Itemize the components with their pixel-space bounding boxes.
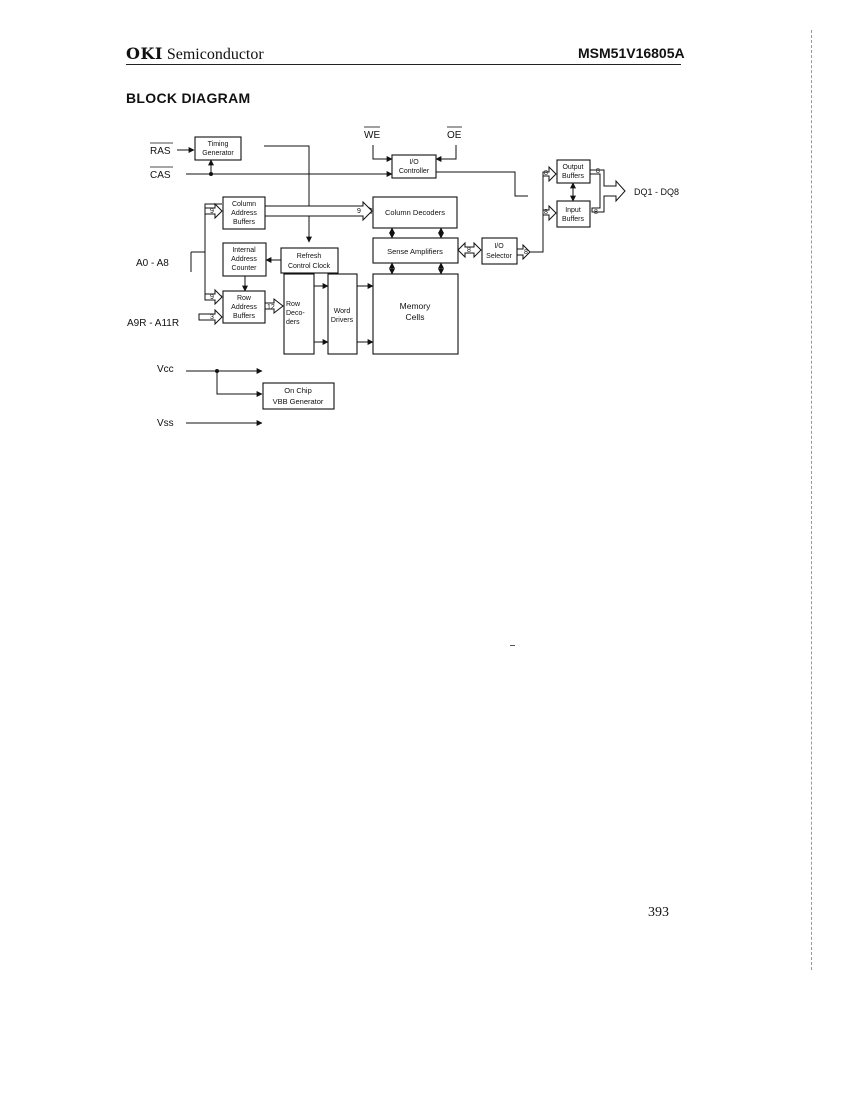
output-buffers-line1: Output (562, 164, 583, 171)
ras-label: RAS (150, 146, 171, 157)
input-buffers-line1: Input (565, 207, 581, 214)
bus-width-labels: 9 9 9 3 12 8 8 8 8 8 8 (210, 168, 600, 321)
output-buffers-line2: Buffers (562, 173, 585, 180)
row-decoders-block: Row Deco- ders (283, 273, 315, 355)
io-selector-line1: I/O (494, 243, 504, 250)
vbb-generator-line1: On Chip (284, 386, 312, 395)
bus-width-row-addr-extra: 3 (210, 314, 214, 321)
column-address-buffers-block: Column Address Buffers (222, 196, 266, 230)
row-address-buffers-line1: Row (237, 295, 252, 302)
word-drivers-line2: Drivers (331, 317, 354, 324)
row-decoders-line1: Row (286, 301, 301, 308)
stray-mark (510, 645, 515, 646)
timing-generator-line2: Generator (202, 150, 234, 157)
row-decoders-line3: ders (286, 319, 300, 326)
bus-width-col-addr-in: 9 (210, 208, 214, 215)
column-decoders-line1: Column Decoders (385, 208, 445, 217)
memory-cells-line2: Cells (406, 312, 425, 322)
memory-cells-line1: Memory (400, 301, 431, 311)
addr-row-label: A9R - A11R (127, 318, 179, 329)
vss-label: Vss (157, 418, 174, 429)
brand-logo: OKI (126, 44, 163, 63)
bus-arrows (198, 165, 626, 326)
part-number: MSM51V16805A (578, 45, 685, 61)
page-edge-line (811, 30, 812, 970)
internal-address-counter-line2: Address (231, 256, 257, 263)
refresh-control-clock-line2: Control Clock (288, 263, 331, 270)
refresh-control-clock-block: Refresh Control Clock (280, 247, 339, 274)
vbb-generator-line2: VBB Generator (273, 397, 324, 406)
io-selector-block: I/O Selector (481, 237, 518, 265)
bus-width-row-addr-in: 9 (210, 294, 214, 301)
io-controller-block: I/O Controller (391, 154, 437, 179)
bus-width-sense-to-selector: 8 (467, 247, 471, 254)
dq-label: DQ1 - DQ8 (634, 187, 679, 197)
column-address-buffers-line3: Buffers (233, 219, 256, 226)
brand-suffix: Semiconductor (166, 46, 264, 63)
oe-label: OE (447, 130, 462, 141)
memory-cells-block: Memory Cells (372, 273, 459, 355)
timing-generator-block: Timing Generator (194, 136, 242, 161)
io-selector-line2: Selector (486, 253, 512, 260)
timing-generator-line1: Timing (208, 141, 229, 148)
io-controller-line1: I/O (409, 159, 419, 166)
we-label: WE (364, 130, 380, 141)
vbb-generator-block: On Chip VBB Generator (262, 382, 335, 410)
column-decoders-block: Column Decoders (372, 196, 458, 229)
bus-width-row-addr-out: 12 (267, 304, 275, 311)
bus-width-output-buffer-out: 8 (596, 168, 600, 175)
internal-address-counter-line1: Internal (232, 247, 256, 254)
vcc-label: Vcc (157, 364, 174, 375)
row-address-buffers-line2: Address (231, 304, 257, 311)
output-buffers-block: Output Buffers (556, 159, 591, 184)
column-address-buffers-line2: Address (231, 210, 257, 217)
row-address-buffers-block: Row Address Buffers (222, 290, 266, 324)
io-controller-line2: Controller (399, 168, 430, 175)
internal-address-counter-block: Internal Address Counter (222, 242, 267, 277)
sense-amplifiers-block: Sense Amplifiers (372, 237, 459, 264)
column-address-buffers-line1: Column (232, 201, 256, 208)
sense-amplifiers-line1: Sense Amplifiers (387, 247, 443, 256)
bus-width-selector-out: 8 (524, 249, 528, 256)
header-rule (126, 64, 681, 65)
input-buffers-line2: Buffers (562, 216, 585, 223)
word-drivers-line1: Word (334, 308, 351, 315)
input-buffers-block: Input Buffers (556, 200, 591, 228)
section-title: BLOCK DIAGRAM (126, 90, 251, 106)
bus-width-col-addr-out: 9 (357, 208, 361, 215)
addr-low-label: A0 - A8 (136, 258, 169, 269)
bus-width-input-buffer-out: 8 (594, 209, 598, 216)
bus-width-input-buffer-in: 8 (544, 209, 548, 216)
row-decoders-line2: Deco- (286, 310, 305, 317)
bus-width-output-buffer-in: 8 (544, 170, 548, 177)
row-address-buffers-line3: Buffers (233, 313, 256, 320)
internal-address-counter-line3: Counter (232, 265, 258, 272)
cas-label: CAS (150, 170, 171, 181)
page-number: 393 (648, 905, 669, 920)
word-drivers-block: Word Drivers (327, 273, 358, 355)
refresh-control-clock-line1: Refresh (297, 253, 322, 260)
signal-labels: RAS CAS WE OE A0 - A8 A9R - A11R Vcc Vss… (127, 126, 679, 429)
